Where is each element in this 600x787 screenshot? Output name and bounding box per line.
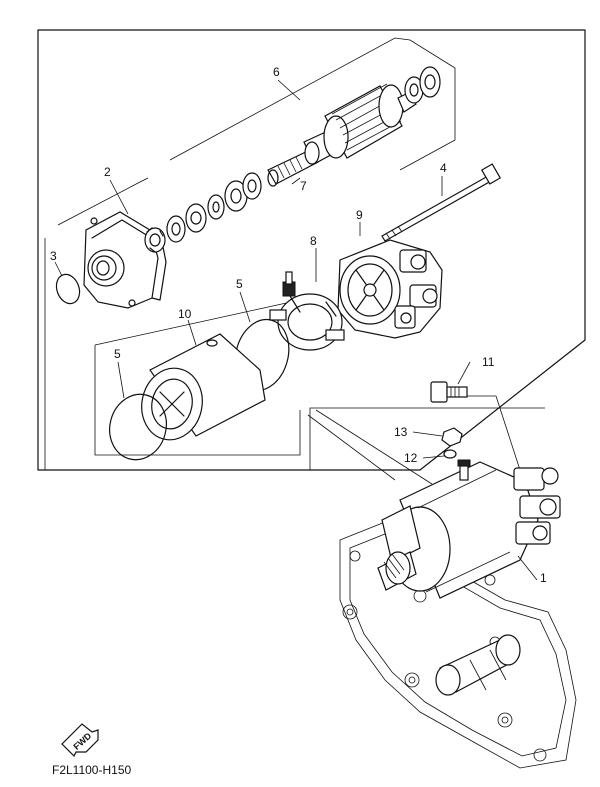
rear-housing-part-9	[337, 239, 443, 339]
label-2: 2	[104, 165, 111, 179]
yoke-part-10	[141, 333, 266, 441]
label-10: 10	[178, 307, 192, 321]
leader-1	[517, 555, 538, 581]
bracket-frame-brush	[94, 345, 301, 456]
label-11: 11	[482, 355, 495, 369]
engine-case	[339, 519, 577, 769]
leader-line-left	[307, 414, 396, 481]
nut-part-13	[441, 427, 463, 447]
bracket-frame-cover	[57, 177, 149, 226]
leader-6	[277, 79, 301, 101]
leader-11	[457, 361, 471, 385]
leader-7	[291, 177, 301, 185]
leader-line-right	[315, 409, 433, 485]
label-7: 7	[300, 179, 307, 193]
leader-11-to-motor	[467, 395, 521, 471]
label-12: 12	[404, 451, 418, 465]
fwd-arrow-icon	[61, 723, 99, 758]
starter-motor-part-1	[377, 459, 561, 599]
o-ring-part-3	[55, 273, 81, 305]
bearing	[144, 227, 166, 253]
leader-5-lower	[117, 361, 125, 399]
leader-12	[422, 455, 445, 459]
leader-13	[412, 431, 443, 437]
leader-2	[109, 179, 129, 215]
label-5-upper: 5	[236, 277, 243, 291]
through-bolt-part-4	[381, 163, 502, 242]
label-8: 8	[310, 234, 317, 248]
leader-10	[187, 319, 197, 346]
washer-set-front	[166, 172, 262, 243]
diagram-code: F2L1100-H150	[52, 763, 131, 777]
bolt-part-11	[430, 381, 468, 403]
front-cover-part-2	[83, 211, 167, 309]
label-9: 9	[356, 208, 363, 222]
leader-5-upper	[239, 291, 251, 323]
label-4: 4	[440, 161, 447, 175]
label-13: 13	[394, 425, 408, 439]
washer-part-7	[267, 169, 279, 187]
bracket-frame-top	[169, 37, 456, 171]
label-6: 6	[273, 65, 280, 79]
leader-3	[54, 261, 63, 277]
bracket-frame-armature	[44, 238, 545, 471]
label-1: 1	[540, 571, 547, 585]
label-3: 3	[50, 249, 57, 263]
armature-part-6	[267, 83, 417, 185]
washer-set-rear	[404, 66, 441, 104]
o-ring-part-5-lower	[109, 393, 167, 461]
washer-part-12	[443, 449, 457, 459]
label-5-lower: 5	[114, 347, 121, 361]
exploded-frame	[37, 29, 586, 471]
brush-holder-part-8	[269, 271, 345, 351]
